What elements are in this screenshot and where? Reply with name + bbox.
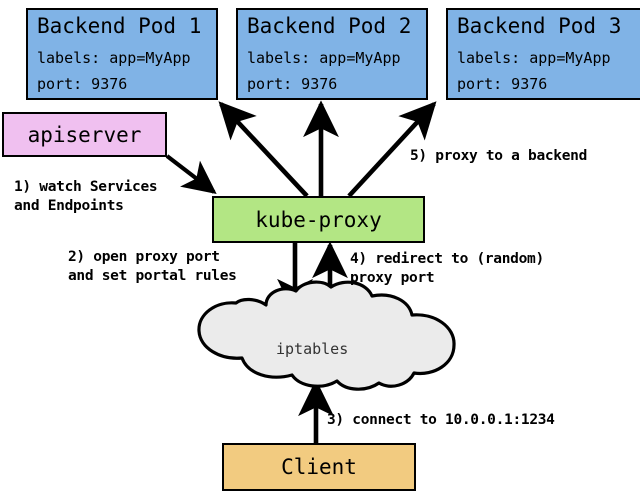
step-3-label: 3) connect to 10.0.0.1:1234 [327,412,555,428]
edge-kubeproxy-to-pod1 [218,101,309,198]
backend-pod-3-port: port: 9376 [457,75,548,93]
backend-pod-2-port: port: 9376 [247,75,338,93]
backend-pod-2-labels: labels: app=MyApp [247,49,401,67]
backend-pod-1-box[interactable]: Backend Pod 1 labels: app=MyApp port: 93… [26,8,218,100]
backend-pod-1-port: port: 9376 [37,75,128,93]
step-2-label: 2) open proxy port and set portal rules [68,249,237,284]
iptables-label: iptables [276,340,349,358]
backend-pod-1-title: Backend Pod 1 [37,14,202,38]
client-label: Client [281,455,357,479]
backend-pod-1-labels: labels: app=MyApp [37,49,191,67]
apiserver-box[interactable]: apiserver [2,112,167,157]
edge-apiserver-to-kubeproxy [165,154,217,195]
iptables-cloud-shape [197,280,456,391]
kube-proxy-box[interactable]: kube-proxy [212,196,425,243]
backend-pod-3-title: Backend Pod 3 [457,14,622,38]
client-box[interactable]: Client [222,443,416,491]
step-4-label: 4) redirect to (random) proxy port [350,251,544,286]
apiserver-label: apiserver [27,122,142,147]
backend-pod-3-labels: labels: app=MyApp [457,49,611,67]
backend-pod-3-box[interactable]: Backend Pod 3 labels: app=MyApp port: 93… [446,8,640,100]
backend-pod-2-title: Backend Pod 2 [247,14,412,38]
step-5-label: 5) proxy to a backend [410,148,588,164]
edge-kubeproxy-to-pod3 [347,101,437,198]
step-1-label: 1) watch Services and Endpoints [14,179,158,214]
kube-proxy-label: kube-proxy [255,207,382,232]
backend-pod-2-box[interactable]: Backend Pod 2 labels: app=MyApp port: 93… [236,8,428,100]
